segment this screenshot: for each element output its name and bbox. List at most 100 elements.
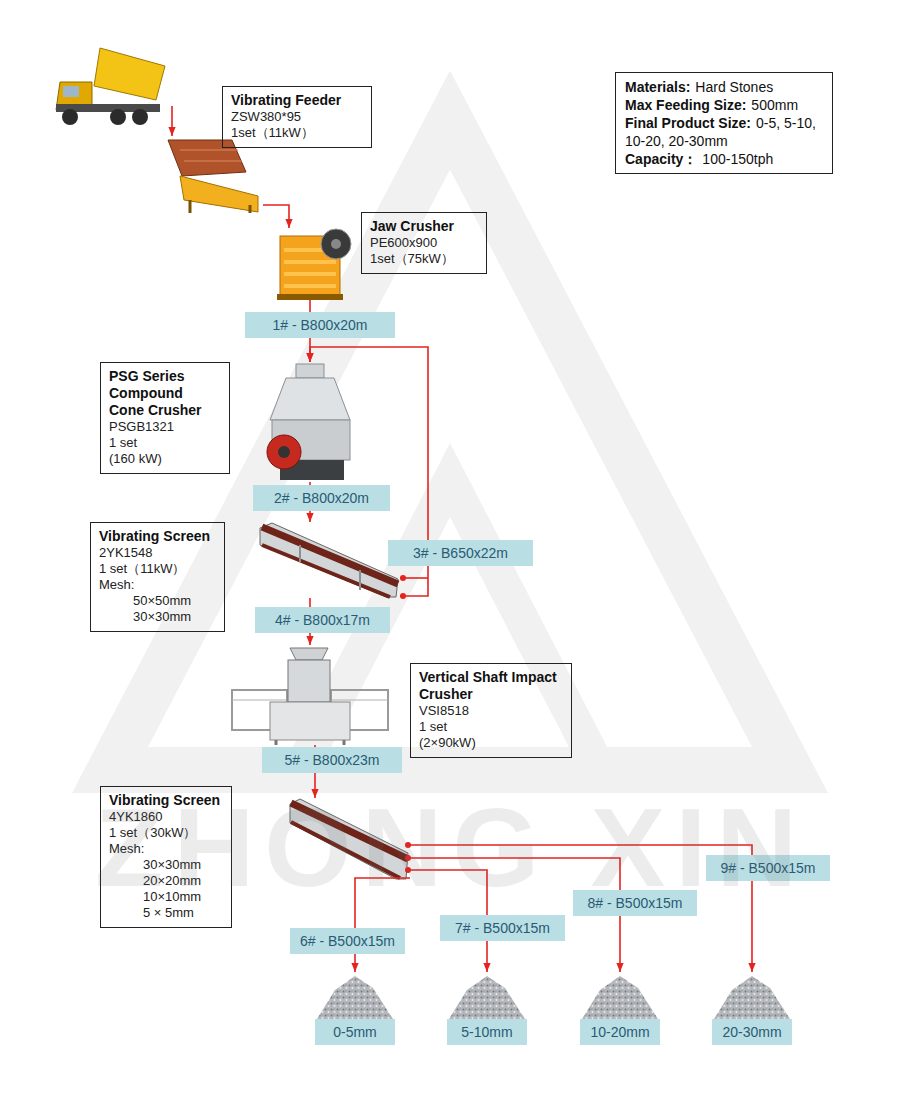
equipment-spec: VSI8518 (419, 703, 563, 719)
cone-crusher-unit: PSG Series Compound Cone CrusherPSGB1321… (262, 362, 358, 482)
dump-truck (56, 48, 165, 125)
jaw-base (277, 294, 343, 300)
jaw-crusher-drawing (277, 229, 351, 300)
screen-unit: Vibrating Screen2YK15481 set（11kW）Mesh:5… (255, 522, 400, 598)
spec-key: Final Product Size: (625, 115, 751, 131)
conveyor-label: 6# - B500x15m (290, 928, 405, 954)
feeder-pan (180, 176, 258, 212)
vsi-crusher-drawing (232, 648, 388, 745)
caption-box: Vibrating Screen2YK15481 set（11kW）Mesh:5… (90, 522, 225, 632)
outlet-dot (400, 575, 406, 581)
product-pile: 20-30mm (712, 972, 792, 1045)
equipment-spec: 30×30mm (99, 609, 216, 625)
hopper-grid (180, 150, 238, 151)
caption-box: Vibrating FeederZSW380*951set（11kW） (222, 86, 372, 148)
spec-line: Final Product Size:0-5, 5-10, 10-20, 20-… (625, 114, 823, 150)
truck-wheel (110, 109, 126, 125)
truck-body (94, 48, 165, 100)
product-size-label: 20-30mm (712, 1019, 792, 1045)
jaw-rib (284, 260, 336, 264)
watermark-shape (110, 120, 790, 770)
spec-value: 500mm (751, 97, 798, 113)
equipment-spec: (2×90kW) (419, 735, 563, 751)
product-size-label: 0-5mm (315, 1019, 395, 1045)
feeder-leg (249, 205, 252, 213)
equipment-name: Vibrating Screen (99, 528, 216, 545)
equipment-spec: PSGB1321 (109, 419, 221, 435)
hopper-grid (184, 161, 242, 162)
flywheel-hub (331, 239, 341, 249)
product-size-label: 5-10mm (447, 1019, 527, 1045)
equipment-name: Vibrating Feeder (231, 92, 363, 109)
motor-hub (278, 446, 290, 458)
spec-box: Materials: Hard StonesMax Feeding Size: 50… (615, 72, 833, 174)
spec-line: Materials: Hard Stones (625, 78, 823, 96)
equipment-name: PSG Series Compound Cone Crusher (109, 368, 221, 419)
spec-key: Max Feeding Size: (625, 97, 746, 113)
spec-key: Materials: (625, 79, 690, 95)
spec-key: Capacity： (625, 151, 697, 167)
conveyor-label: 2# - B800x20m (253, 485, 390, 511)
caption-box: Jaw CrusherPE600x9001set（75kW） (361, 212, 487, 274)
feeder-leg (189, 200, 192, 213)
vsi-leg (343, 740, 346, 745)
cone-cap (296, 364, 324, 378)
equipment-spec: 1set（11kW） (231, 125, 363, 141)
spec-value: Hard Stones (695, 79, 773, 95)
screen-deck (260, 523, 398, 597)
conveyor-line (263, 205, 289, 228)
vsi-rotor-housing (288, 660, 330, 702)
vsi-crusher-unit: Vertical Shaft Impact CrusherVSI85181 se… (228, 645, 390, 745)
screen-frame (262, 545, 390, 597)
stone-pile (582, 976, 658, 1019)
jaw-crusher-unit: Jaw CrusherPE600x9001set（75kW） (275, 228, 345, 300)
spec-line: Capacity：100-150tph (625, 150, 823, 168)
spec-line: Max Feeding Size: 500mm (625, 96, 823, 114)
product-pile: 10-20mm (580, 972, 660, 1045)
conveyor-label: 1# - B800x20m (245, 312, 395, 338)
conveyor-label: 7# - B500x15m (440, 915, 565, 941)
jaw-rib (284, 284, 336, 288)
cone-body (270, 378, 350, 420)
product-pile: 0-5mm (315, 972, 395, 1045)
screen-frame (262, 527, 398, 584)
stone-pile (317, 976, 393, 1019)
feeder-unit: Vibrating FeederZSW380*951set（11kW） (165, 138, 263, 213)
equipment-spec: Mesh: (99, 577, 216, 593)
equipment-spec: (160 kW) (109, 451, 221, 467)
equipment-spec: 1 set (109, 435, 221, 451)
cone-crusher-drawing (267, 364, 350, 480)
equipment-spec: 50×50mm (99, 593, 216, 609)
feed-arrow (171, 106, 173, 136)
vsi-leg (275, 740, 278, 745)
stone-pile (714, 976, 790, 1019)
product-pile: 5-10mm (447, 972, 527, 1045)
vibrating-screen-drawing (260, 523, 398, 597)
equipment-name: Jaw Crusher (370, 218, 478, 235)
equipment-spec: ZSW380*95 (231, 109, 363, 125)
watermark-text: ZHONG XIN (95, 788, 807, 908)
vsi-rail (331, 700, 388, 701)
vibrating-feeder-drawing (168, 140, 258, 213)
equipment-spec: 1set（75kW） (370, 251, 478, 267)
truck-wheel (62, 109, 78, 125)
equipment-name: Vertical Shaft Impact Crusher (419, 669, 563, 703)
watermark-logo (110, 120, 790, 770)
vsi-feed (290, 648, 328, 660)
truck-wheel (132, 109, 148, 125)
feeder-hopper (168, 140, 246, 176)
conveyor-label: 4# - B800x17m (255, 607, 390, 633)
flywheel (321, 229, 351, 259)
caption-box: Vertical Shaft Impact CrusherVSI85181 se… (410, 663, 572, 758)
equipment-spec: 1 set (419, 719, 563, 735)
stockpiles (317, 976, 790, 1019)
conveyor-label: 5# - B800x23m (262, 747, 402, 773)
vsi-rail (232, 700, 287, 701)
caption-box: PSG Series Compound Cone CrusherPSGB1321… (100, 362, 230, 474)
equipment-spec: PE600x900 (370, 235, 478, 251)
truck-window (63, 86, 79, 97)
cone-motor (267, 435, 301, 469)
